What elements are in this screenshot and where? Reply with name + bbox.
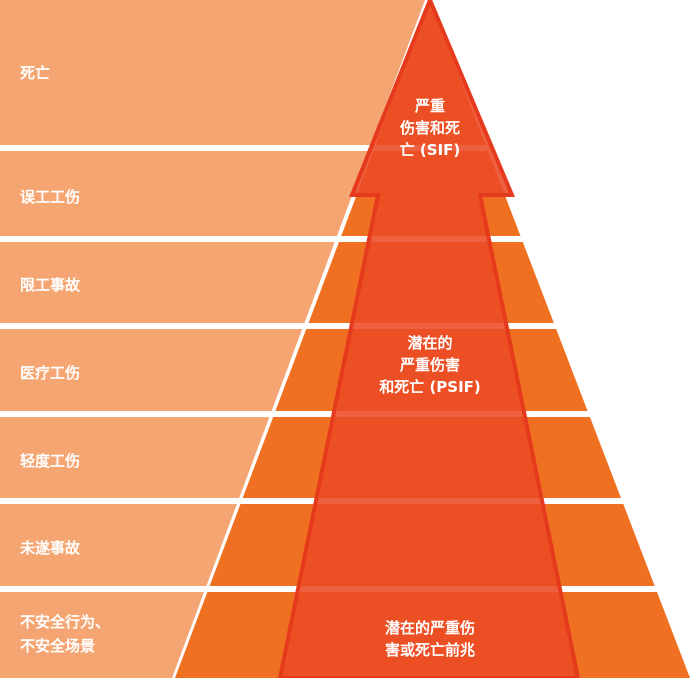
sif-line3: 亡 (SIF): [399, 141, 461, 159]
arrow-shape: [277, 0, 581, 678]
left-label-panel: [0, 0, 425, 678]
level-label-medical: 医疗工伤: [20, 364, 81, 382]
separator: [0, 236, 690, 242]
precursor-line1: 潜在的严重伤: [384, 619, 475, 637]
psif-line1: 潜在的: [407, 334, 453, 352]
level-label-first-aid: 轻度工伤: [20, 452, 81, 470]
level-label-restricted: 限工事故: [20, 276, 81, 294]
separator: [0, 145, 690, 151]
precursor-line2: 害或死亡前兆: [384, 641, 475, 659]
separator: [0, 323, 690, 329]
center-label-precursor: 潜在的严重伤 害或死亡前兆: [350, 617, 510, 661]
sif-line1: 严重: [414, 97, 445, 115]
level-label-death: 死亡: [20, 64, 51, 82]
level-label-near-miss: 未遂事故: [20, 539, 81, 557]
level-label-unsafe-line1: 不安全行为、: [20, 613, 111, 631]
level-label-unsafe: 不安全行为、 不安全场景: [20, 610, 110, 658]
level-label-unsafe-line2: 不安全场景: [20, 637, 96, 655]
level-label-lost-time: 误工工伤: [20, 188, 81, 206]
center-label-psif: 潜在的 严重伤害 和死亡 (PSIF): [350, 332, 510, 398]
center-label-sif: 严重 伤害和死 亡 (SIF): [360, 95, 500, 161]
sif-line2: 伤害和死: [399, 119, 460, 137]
psif-line2: 严重伤害: [399, 356, 460, 374]
psif-line3: 和死亡 (PSIF): [379, 378, 481, 396]
